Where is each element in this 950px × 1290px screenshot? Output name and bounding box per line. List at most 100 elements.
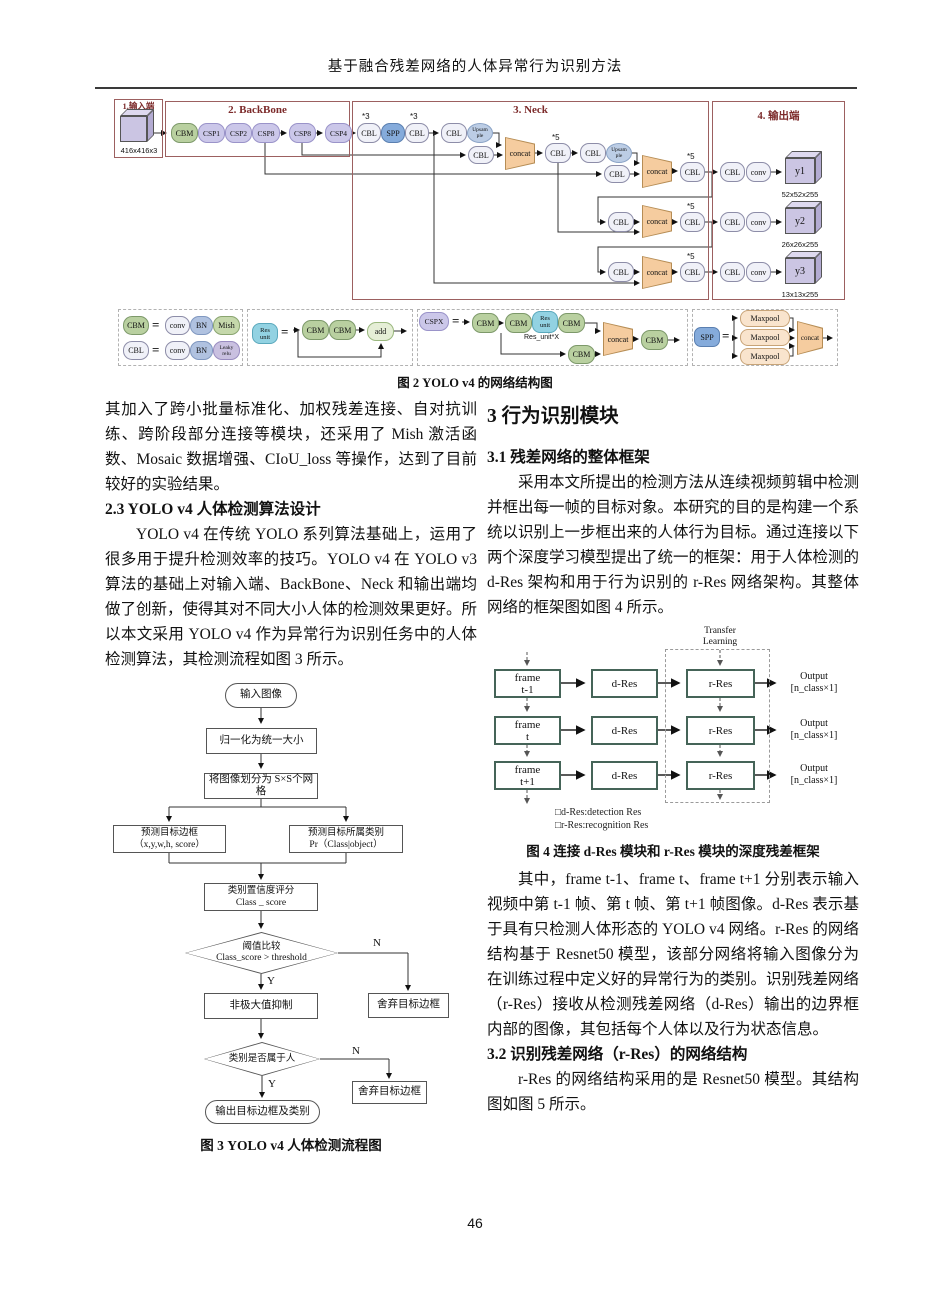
- legend-bn: BN: [190, 316, 213, 335]
- fig2-y3-size: 13x13x255: [781, 290, 819, 299]
- fig2-mult-x3b: *3: [410, 112, 418, 121]
- flow-discard-bbox1: 舍弃目标边框: [368, 993, 449, 1018]
- output-label-1: Output[n_class×1]: [781, 671, 847, 695]
- label-yes: Y: [268, 1078, 276, 1090]
- cube-front-face: y1: [785, 158, 815, 184]
- concat-label: concat: [646, 167, 668, 176]
- right-column: 3 行为识别模块 3.1 残差网络的整体框架 采用本文所提出的检测方法从连续视频…: [487, 399, 859, 1117]
- fig2-section-neck-title: 3. Neck: [513, 104, 548, 116]
- section-heading-2-3: 2.3 YOLO v4 人体检测算法设计: [105, 501, 321, 518]
- fig2-output-cube-y1: y1: [785, 151, 822, 184]
- legend-cbl: CBL: [123, 341, 149, 360]
- fig2-node-csp8b: CSP8: [289, 123, 316, 143]
- frame-word: frame: [514, 763, 541, 776]
- fig2-y2-size: 26x26x255: [781, 240, 819, 249]
- dres-box-1: d-Res: [591, 669, 658, 698]
- fig2-node-cbm: CBM: [171, 123, 198, 143]
- frame-word: frame: [514, 671, 541, 684]
- flow-predict-bbox: 预测目标边框 （x,y,w,h, score）: [113, 825, 226, 853]
- legend-conv2: conv: [165, 341, 190, 360]
- fig2-mult-x3: *3: [362, 112, 370, 121]
- fig2-node-cbl: CBL: [357, 123, 381, 143]
- fig2-node-cbl8: CBL: [680, 162, 705, 182]
- threshold-line1: 阈值比较: [242, 942, 281, 952]
- equals-sign: =: [152, 317, 160, 332]
- legend-cspx-cbm5: CBM: [641, 330, 668, 350]
- paragraph: YOLO v4 在传统 YOLO 系列算法基础上，运用了很多用于提升检测效率的技…: [105, 526, 478, 668]
- fig2-node-cbl3: CBL: [441, 123, 467, 143]
- fig4-legend-rres: □r-Res:recognition Res: [555, 820, 649, 831]
- fig2-legend-resunit-box: [247, 309, 413, 366]
- legend-mish: Mish: [213, 316, 240, 335]
- res-line1: Res: [260, 326, 270, 334]
- cube-front-face: y3: [785, 258, 815, 284]
- fig2-section-output-box: [712, 101, 845, 300]
- flow-discard-bbox2: 舍弃目标边框: [352, 1081, 427, 1104]
- fig2-node-cbl11: CBL: [608, 262, 634, 282]
- res-line2: unit: [259, 333, 271, 341]
- legend-cbm: CBM: [123, 316, 149, 335]
- equals-sign: =: [152, 342, 160, 357]
- fig2-output-cube-y3: y3: [785, 251, 822, 284]
- flow-output: 输出目标边框及类别: [205, 1100, 320, 1124]
- fig2-node-csp4: CSP4: [325, 123, 352, 143]
- frame-word: frame: [514, 718, 541, 731]
- flow-normalize: 归一化为统一大小: [206, 728, 317, 754]
- legend-maxpool1: Maxpool: [740, 310, 790, 327]
- fig2-node-spp: SPP: [381, 123, 405, 143]
- legend-maxpool2: Maxpool: [740, 329, 790, 346]
- dres-box-2: d-Res: [591, 716, 658, 745]
- fig2-input-size-label: 416x416x3: [120, 146, 158, 155]
- fig2-section-input-title: 1.输入端: [122, 101, 155, 111]
- figure3-caption: 图 3 YOLO v4 人体检测流程图: [200, 1138, 382, 1153]
- fig2-node-cbl-out3: CBL: [720, 262, 745, 282]
- figure3-detection-flowchart: 输入图像 归一化为统一大小 将图像划分为 S×S个网格 预测目标边框（x,y,w…: [105, 682, 477, 1128]
- legend-add: add: [367, 322, 394, 341]
- flow-grid-split: 将图像划分为 S×S个网格: [204, 773, 318, 799]
- legend-cbm2: CBM: [329, 320, 356, 340]
- transfer-learning-dashed-box: [665, 649, 770, 803]
- legend-cspx-cbm4: CBM: [568, 345, 595, 364]
- bbox-line2: （x,y,w,h, score）: [134, 840, 205, 850]
- upsample-line2: ple: [476, 133, 484, 139]
- paragraph: r-Res 的网络结构采用的是 Resnet50 模型。其结构图如图 5 所示。: [487, 1071, 859, 1113]
- bbox-line1: 预测目标边框: [140, 828, 198, 838]
- fig2-node-cbl6: CBL: [580, 143, 606, 163]
- fig2-node-cbl12: CBL: [680, 262, 705, 282]
- flow-human-decision: 类别是否属于人: [204, 1042, 320, 1076]
- equals-sign: =: [452, 313, 460, 328]
- equals-sign: =: [281, 324, 289, 339]
- transfer-line2: Learning: [702, 637, 738, 647]
- output-dim: [n_class×1]: [790, 775, 838, 786]
- output-word: Output: [800, 763, 828, 774]
- running-head-title: 基于融合残差网络的人体异常行为识别方法: [327, 59, 623, 75]
- flow-nms: 非极大值抑制: [204, 993, 318, 1019]
- output-word: Output: [800, 671, 828, 682]
- equals-sign: =: [722, 328, 730, 343]
- legend-cspx-cbm1: CBM: [472, 313, 499, 333]
- fig2-mult-x5d: *5: [687, 252, 695, 261]
- fig2-mult-x5c: *5: [687, 202, 695, 211]
- fig2-mult-x5b: *5: [687, 152, 695, 161]
- fig2-node-conv1: conv: [746, 162, 771, 182]
- upsample-line2: ple: [615, 153, 623, 159]
- fig2-node-cbl10: CBL: [680, 212, 705, 232]
- concat-label: concat: [646, 268, 668, 277]
- frame-index: t+1: [520, 775, 535, 788]
- fig2-node-cbl9: CBL: [608, 212, 634, 232]
- legend-spp: SPP: [694, 327, 720, 347]
- concat-label: concat: [800, 334, 820, 342]
- fig2-legend-spp-box: [692, 309, 838, 366]
- legend-conv: conv: [165, 316, 190, 335]
- legend-maxpool3: Maxpool: [740, 348, 790, 365]
